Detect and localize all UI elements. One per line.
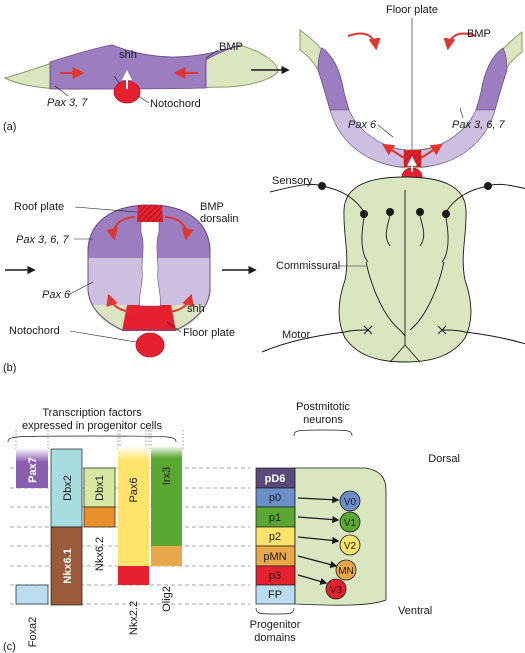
pax7-bar <box>16 448 48 488</box>
domain-pd6: pD6 <box>265 473 286 485</box>
dbx2-label: Dbx2 <box>62 475 74 501</box>
panel-b-commissural-label: Commissural <box>276 260 340 272</box>
domain-p2: p2 <box>269 531 281 543</box>
panel-b-bmp-label: BMP <box>200 201 224 213</box>
panel-b-roof-plate-label: Roof plate <box>14 201 64 213</box>
nkx22-bar <box>118 566 149 585</box>
neuron-v0: V0 <box>344 497 357 508</box>
dbx2-bar <box>50 448 83 528</box>
olig2-label: Olig2 <box>161 586 173 612</box>
foxa2-bar <box>15 584 49 605</box>
panel-b-floor-plate-label: Floor plate <box>183 327 235 339</box>
panel-b-sensory-label: Sensory <box>272 175 313 187</box>
nkx61-label: Nkx6.1 <box>62 548 74 583</box>
pax6-label: Pax6 <box>128 477 140 502</box>
domain-pmn: pMN <box>263 551 286 563</box>
panel-c-label: (c) <box>3 641 16 653</box>
pax6-bar <box>118 446 149 566</box>
panel-b-neural-tube: Roof plate Pax 3, 6, 7 Pax 6 Notochord B… <box>3 201 239 374</box>
domain-p1: p1 <box>269 512 281 524</box>
panel-a-bmp-label: BMP <box>219 41 243 53</box>
nkx61-bar <box>50 526 83 606</box>
postmitotic-title-line1: Postmitotic <box>296 401 350 413</box>
panel-a-pax37-label: Pax 3, 7 <box>47 97 88 109</box>
ventral-label: Ventral <box>398 605 432 617</box>
panel-a-shh-label: shh <box>119 49 137 61</box>
panel-a-pax6-label: Pax 6 <box>348 119 377 131</box>
nkx62-bar <box>83 506 116 528</box>
panel-a-pax367-label: Pax 3, 6, 7 <box>452 119 505 131</box>
irx3-label: Irx3 <box>161 467 173 485</box>
neuron-v1: V1 <box>344 518 357 529</box>
foxa2-label: Foxa2 <box>27 617 39 648</box>
nkx62-label: Nkx6.2 <box>94 537 106 571</box>
pax7-label: Pax7 <box>27 457 39 483</box>
panel-b-notochord-label: Notochord <box>9 325 60 337</box>
panel-a-floor-plate-label: Floor plate <box>386 4 438 16</box>
panel-b-label: (b) <box>3 362 16 374</box>
olig2-bar <box>151 546 182 566</box>
panel-a-bmp-right-label: BMP <box>467 28 491 40</box>
panel-b-shh-label: shh <box>187 303 205 315</box>
panel-a-notochord-label: Notochord <box>150 98 201 110</box>
panel-a-neural-fold: Floor plate BMP Pax 6 Pax 3, 6, 7 shh <box>299 4 523 201</box>
irx3-bar <box>151 446 182 546</box>
panel-b-pax6-label: Pax 6 <box>42 289 71 301</box>
panel-b-dorsalin-label: dorsalin <box>200 213 239 225</box>
neuron-mn: MN <box>338 566 354 577</box>
panel-a-neural-plate: shh BMP Pax 3, 7 Notochord (a) <box>3 41 279 133</box>
panel-b-motor-label: Motor <box>282 329 310 341</box>
dbx1-bar <box>83 467 116 508</box>
panel-a-label: (a) <box>3 121 16 133</box>
dorsal-label: Dorsal <box>428 453 460 465</box>
tf-title-line1: Transcription factors <box>42 407 142 419</box>
progenitor-title-line1: Progenitor <box>250 619 301 631</box>
postmitotic-title-line2: neurons <box>303 414 343 426</box>
domain-p3: p3 <box>269 570 281 582</box>
domain-fp: FP <box>268 589 282 601</box>
neuron-v3: V3 <box>330 585 343 596</box>
panel-b-pax367-label: Pax 3, 6, 7 <box>16 234 69 246</box>
dbx1-label: Dbx1 <box>94 475 106 501</box>
neuron-v2: V2 <box>344 541 357 552</box>
nkx22-label: Nkx2.2 <box>128 601 140 635</box>
domain-p0: p0 <box>269 492 281 504</box>
panel-b-spinal-cord: Sensory Commissural Motor <box>261 175 525 363</box>
tf-title-line2: expressed in progenitor cells <box>22 420 163 432</box>
panel-c-domains: Transcription factors expressed in proge… <box>3 401 460 653</box>
progenitor-title-line2: domains <box>254 632 296 644</box>
